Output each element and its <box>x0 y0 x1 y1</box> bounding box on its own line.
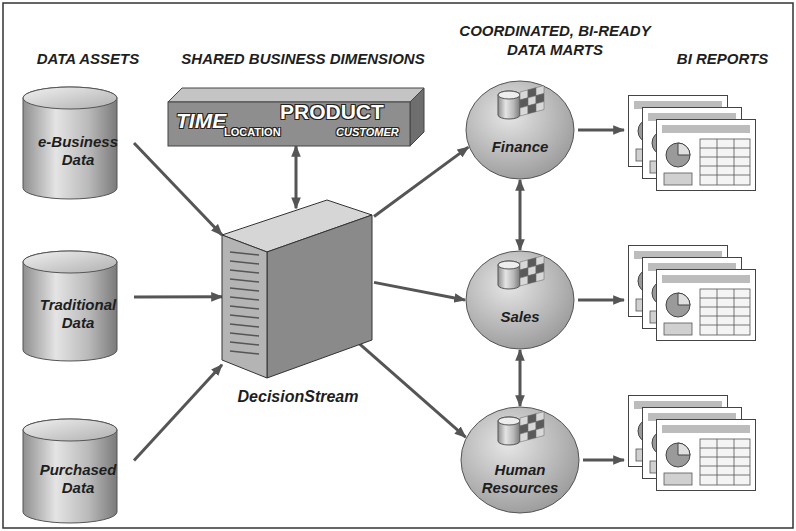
flow-arrow <box>374 147 468 216</box>
mart-label: Human Resources <box>476 461 564 496</box>
cylinder-top <box>23 419 117 441</box>
server-label: DecisionStream <box>222 388 374 406</box>
column-heading: COORDINATED, BI-READY DATA MARTS <box>455 22 655 60</box>
server-vent <box>230 279 259 282</box>
frame <box>3 3 793 528</box>
server-vent <box>230 306 259 309</box>
data-mart: Human Resources <box>460 406 580 514</box>
mart-icon <box>498 256 544 289</box>
flow-arrow <box>134 143 222 235</box>
server-vent <box>230 252 259 255</box>
report-arrow <box>578 299 624 302</box>
flow-arrow <box>519 350 522 406</box>
column-heading: DATA ASSETS <box>18 50 158 69</box>
mart-ellipse <box>466 81 574 179</box>
flow-arrow <box>134 295 222 298</box>
report-stack <box>629 396 756 491</box>
node-label: Traditional Data <box>30 296 126 332</box>
dimension-name: LOCATION <box>224 127 281 138</box>
server-vent <box>230 288 259 291</box>
node-shape <box>465 250 575 350</box>
column-heading: BI REPORTS <box>660 50 785 69</box>
server-vent <box>230 261 259 264</box>
mart-ellipse <box>466 251 574 349</box>
server-vent <box>230 351 259 354</box>
server-vent <box>230 333 259 336</box>
mart-label: Finance <box>492 138 549 155</box>
mart-icon <box>498 412 544 445</box>
dimension-name: TIME <box>176 110 226 131</box>
server-front <box>222 235 267 378</box>
node-shape <box>465 80 575 180</box>
report-arrows <box>578 130 624 460</box>
flow-arrow <box>374 282 465 300</box>
node-label: e-Business Data <box>30 133 126 169</box>
data-cylinder: Traditional Data <box>22 250 134 362</box>
dimension-name: CUSTOMER <box>336 127 399 138</box>
server-vent <box>230 297 259 300</box>
server-side <box>267 215 372 378</box>
cylinder-top <box>23 251 117 273</box>
box-top <box>168 88 424 102</box>
column-heading: SHARED BUSINESS DIMENSIONS <box>168 50 438 69</box>
server-vent <box>230 270 259 273</box>
server-vent <box>230 342 259 345</box>
data-cylinder: Purchased Data <box>22 418 134 524</box>
flow-arrow <box>344 330 466 437</box>
data-mart: Sales <box>465 250 575 350</box>
mart-ellipse <box>461 407 579 513</box>
server-vent <box>230 315 259 318</box>
server: DecisionStream <box>222 200 374 406</box>
flow-arrow <box>519 180 522 250</box>
node-shape <box>222 200 374 406</box>
server-vent <box>230 324 259 327</box>
box-side <box>410 88 424 146</box>
box-front <box>168 102 410 146</box>
mart-icon <box>498 86 544 119</box>
report-arrow <box>583 459 624 462</box>
mart-label: Sales <box>500 308 539 325</box>
dimension-box: TIMELOCATION PRODUCT CUSTOMER <box>168 88 424 146</box>
report-stack <box>629 96 756 191</box>
data-cylinder: e-Business Data <box>22 86 134 200</box>
data-mart: Finance <box>465 80 575 180</box>
node-shape <box>460 406 580 514</box>
report-stack <box>629 246 756 341</box>
node-label: Purchased Data <box>30 461 126 497</box>
flow-arrow <box>134 365 222 461</box>
flow-arrow <box>295 146 298 208</box>
dimension-name: PRODUCT <box>280 101 384 122</box>
report-arrow <box>578 129 624 132</box>
cylinder-top <box>23 87 117 109</box>
